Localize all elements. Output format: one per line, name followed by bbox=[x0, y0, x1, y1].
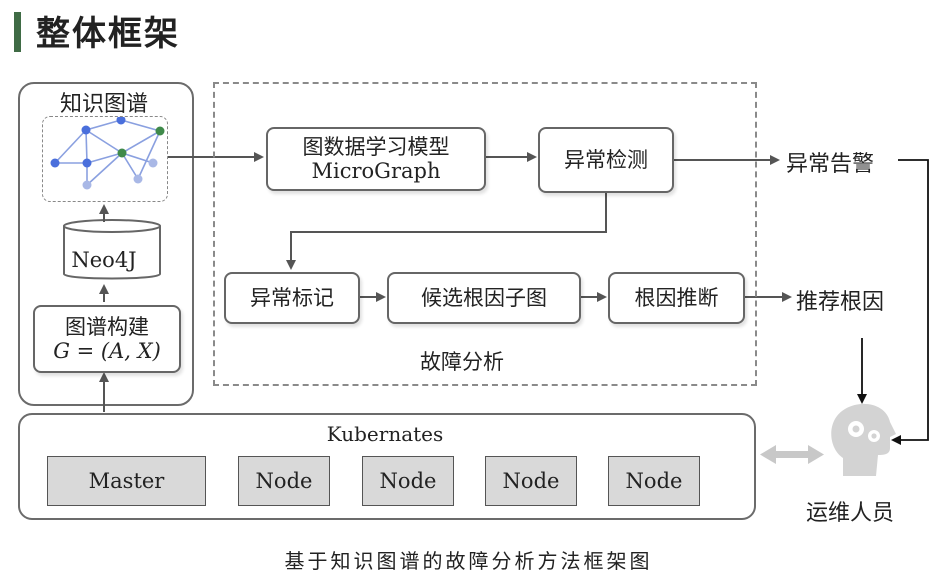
graph-construction-box: 图谱构建 G = (A, X) bbox=[33, 305, 181, 373]
anomaly-marking-box: 异常标记 bbox=[224, 272, 360, 324]
worker-node: Node bbox=[238, 456, 330, 506]
graph-network-icon bbox=[50, 115, 165, 190]
bidirectional-arrow-icon bbox=[760, 445, 824, 464]
model-title: 图数据学习模型 bbox=[302, 134, 450, 159]
candidate-subgraph-box: 候选根因子图 bbox=[387, 272, 581, 324]
worker-node: Node bbox=[485, 456, 577, 506]
operator-head-icon bbox=[831, 403, 896, 476]
recommend-root-cause-label: 推荐根因 bbox=[796, 290, 885, 315]
graph-illustration bbox=[42, 115, 168, 202]
graph-learning-model-box: 图数据学习模型 MicroGraph bbox=[266, 127, 486, 191]
graph-formula: G = (A, X) bbox=[53, 339, 161, 363]
anomaly-detection-box: 异常检测 bbox=[538, 127, 674, 193]
title-accent-bar bbox=[14, 12, 21, 52]
operator-label: 运维人员 bbox=[806, 501, 895, 526]
figure-caption: 基于知识图谱的故障分析方法框架图 bbox=[284, 549, 653, 573]
fault-analysis-region bbox=[213, 82, 757, 386]
model-name: MicroGraph bbox=[311, 159, 441, 183]
worker-node: Node bbox=[362, 456, 454, 506]
kubernetes-title: Kubernates bbox=[326, 422, 444, 446]
page-title: 整体框架 bbox=[36, 14, 180, 54]
graph-construction-title: 图谱构建 bbox=[65, 314, 149, 339]
neo4j-database-label: Neo4J bbox=[71, 247, 137, 272]
worker-node: Node bbox=[608, 456, 700, 506]
master-node: Master bbox=[47, 456, 206, 506]
knowledge-graph-title: 知识图谱 bbox=[59, 92, 148, 117]
anomaly-alert-label: 异常告警 bbox=[786, 152, 875, 177]
root-cause-inference-box: 根因推断 bbox=[608, 272, 745, 324]
fault-analysis-label: 故障分析 bbox=[420, 350, 504, 374]
